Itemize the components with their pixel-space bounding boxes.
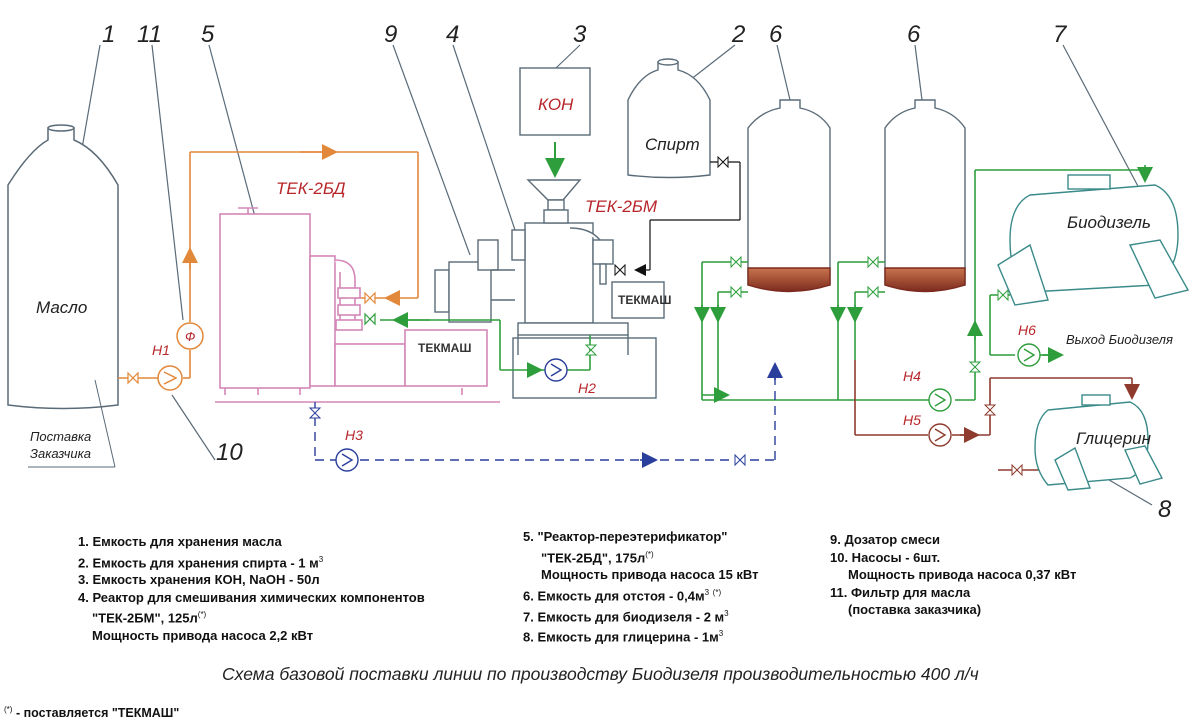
supply-label-1: Поставка (30, 429, 91, 444)
glycerin-label: Глицерин (1076, 429, 1152, 448)
legend-item-1: 1. Емкость для хранения масла (78, 534, 282, 549)
biodiesel-outlet-label: Выход Биодизеля (1066, 332, 1173, 347)
koh-container (519, 67, 591, 136)
alcohol-label: Спирт (645, 135, 700, 154)
glycerin-tank (1034, 394, 1164, 491)
callout-5: 5 (201, 21, 215, 48)
alcohol-line (634, 161, 741, 276)
legend-item-5-model: "ТЕК-2БД", 175л(*) (541, 549, 654, 565)
pump-h6 (1017, 343, 1041, 367)
pump-h3 (335, 448, 359, 472)
oil-filter (176, 322, 204, 350)
legend-item-4-power: Мощность привода насоса 2,2 кВт (92, 628, 314, 644)
pump-h4 (928, 388, 952, 412)
oil-line (118, 144, 419, 379)
pump-h2 (544, 358, 568, 382)
legend-item-3: 3. Емкость хранения КОН, NaOH - 50л (78, 572, 320, 588)
filter-symbol: Ф (185, 329, 195, 344)
supply-label-2: Заказчика (30, 446, 91, 461)
pump-h2-label: Н2 (578, 380, 596, 396)
koh-label: КОН (538, 95, 574, 114)
legend-item-10-power: Мощность привода насоса 0,37 кВт (848, 567, 1077, 582)
oil-tank (7, 124, 119, 410)
reactor-tek-2bd (215, 207, 500, 403)
pump-h4-label: Н4 (903, 368, 921, 384)
pump-h5 (928, 423, 952, 447)
callouts (79, 44, 1153, 506)
pump-h1-label: Н1 (152, 342, 170, 358)
legend-column-3: 9. Дозатор смеси 10. Насосы - 6шт. Мощно… (830, 531, 1076, 619)
valve-oil-inlet (127, 371, 139, 385)
callout-6a: 6 (769, 21, 783, 48)
biodiesel-tank (997, 174, 1190, 306)
legend-item-5-power: Мощность привода насоса 15 кВт (541, 567, 759, 583)
legend-item-11: 11. Фильтр для масла (830, 584, 971, 600)
alcohol-tank (627, 58, 711, 179)
settling-tank-1 (747, 99, 831, 293)
callout-10: 10 (216, 439, 243, 466)
tekmash-label-small: ТЕКМАШ (618, 293, 671, 307)
legend-column-2: 5. "Реактор-переэтерификатор" "ТЕК-2БД",… (523, 528, 759, 646)
pump-h6-label: Н6 (1018, 322, 1036, 338)
callout-1: 1 (102, 21, 115, 48)
callout-7: 7 (1053, 21, 1068, 48)
callout-3: 3 (573, 21, 587, 48)
pump-h1 (157, 365, 183, 391)
supply-leader (28, 379, 116, 468)
legend-item-9: 9. Дозатор смеси (830, 532, 940, 547)
dosing-unit (434, 239, 515, 323)
footnote-text: - поставляется "ТЕКМАШ" (15, 706, 180, 721)
settling-tank-2 (884, 99, 966, 293)
glycerin-valves (983, 404, 1023, 477)
legend-item-8: 8. Емкость для глицерина - 1м3 (523, 629, 724, 645)
legend-column-1: 1. Емкость для хранения масла 2. Емкость… (78, 533, 425, 645)
pump-h3-label: Н3 (345, 427, 363, 443)
callout-11: 11 (137, 21, 162, 48)
diagram-caption: Схема базовой поставки линии по производ… (222, 664, 979, 684)
callout-9: 9 (384, 21, 397, 48)
callout-6b: 6 (907, 21, 921, 48)
callout-8: 8 (1158, 496, 1172, 523)
legend-item-4-model: "ТЕК-2БМ", 125л(*) (92, 610, 207, 626)
legend-item-5: 5. "Реактор-переэтерификатор" (523, 529, 728, 544)
valve-reactor-orange (364, 291, 376, 305)
return-valves (308, 407, 746, 467)
legend-item-4: 4. Реактор для смешивания химических ком… (78, 589, 425, 605)
legend-item-10: 10. Насосы - 6шт. (830, 549, 941, 565)
biodiesel-label: Биодизель (1067, 213, 1151, 232)
legend-item-2: 2. Емкость для хранения спирта - 1 м3 (78, 554, 324, 570)
legend-item-6: 6. Емкость для отстоя - 0,4м3 (*) (523, 587, 722, 604)
callout-4: 4 (446, 21, 459, 48)
callout-2: 2 (731, 21, 745, 48)
mixing-reactor-tek-2bm (511, 179, 665, 399)
footnote-mark: (*) (4, 705, 13, 714)
pump-h5-label: Н5 (903, 412, 921, 428)
legend-item-11-note: (поставка заказчика) (848, 602, 982, 617)
footnote: (*) - поставляется "ТЕКМАШ" (4, 705, 179, 720)
tekmash-label-large: ТЕКМАШ (418, 341, 471, 355)
tek-2bd-label: ТЕК-2БД (276, 179, 346, 198)
valve-alcohol (614, 155, 729, 277)
oil-label: Масло (36, 298, 87, 317)
valve-reactor-green (364, 312, 376, 326)
legend-item-7: 7. Емкость для биодизеля - 2 м3 (523, 608, 729, 624)
return-line (314, 365, 776, 461)
tek-2bm-label: ТЕК-2БМ (585, 197, 658, 216)
